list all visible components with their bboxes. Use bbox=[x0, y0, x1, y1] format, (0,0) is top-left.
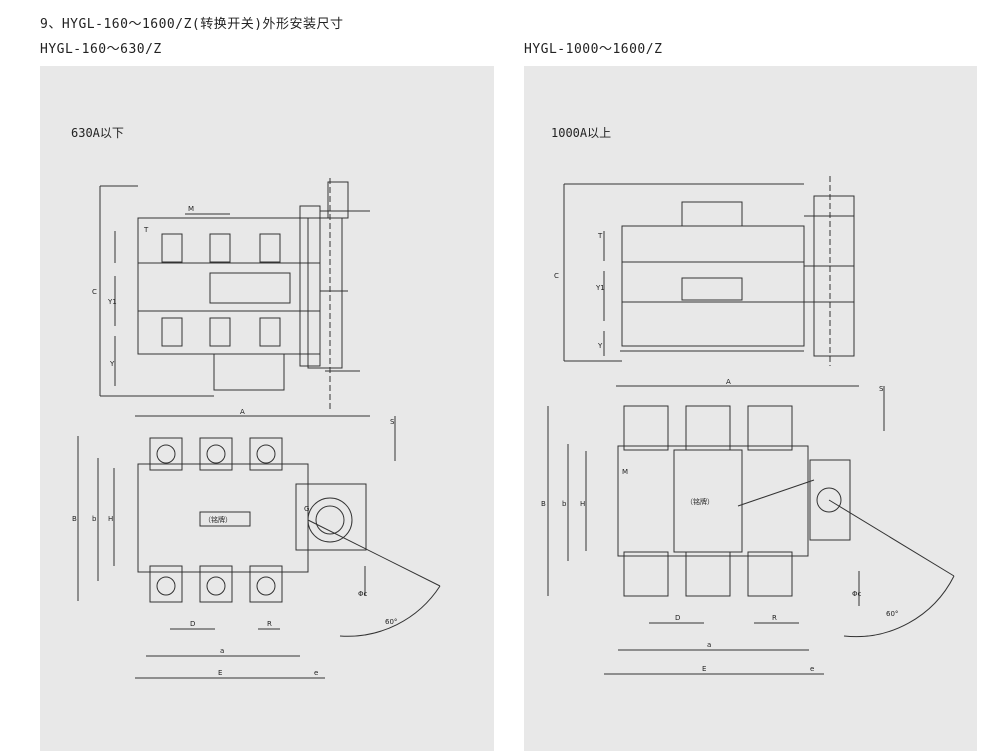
page-title: 9、HYGL-160～1600/Z(转换开关)外形安装尺寸 bbox=[40, 17, 344, 32]
left-dim-phi-c: Φc bbox=[358, 590, 368, 598]
left-dim-angle: 60° bbox=[385, 618, 397, 626]
right-drawing-panel: 1000A以上 bbox=[524, 66, 977, 751]
left-dim-G: G bbox=[304, 505, 309, 513]
right-dim-phi-c: Φc bbox=[852, 590, 862, 598]
left-dim-Y1: Y1 bbox=[107, 298, 117, 306]
left-switch-drawing: T C Y1 Y M A S B b H D R a E e Φc G 60° … bbox=[72, 178, 441, 679]
right-dim-B: B bbox=[541, 500, 546, 508]
left-dim-S: S bbox=[390, 418, 395, 426]
left-nameplate-label: （铭牌） bbox=[204, 515, 232, 524]
right-dim-E: E bbox=[702, 665, 706, 673]
right-dim-T: T bbox=[597, 232, 603, 240]
right-dim-M: M bbox=[622, 468, 628, 476]
right-nameplate-frame bbox=[673, 449, 743, 553]
right-current-range-label: 1000A以上 bbox=[551, 126, 612, 140]
left-dim-e: e bbox=[314, 669, 318, 677]
left-dim-B: B bbox=[72, 515, 77, 523]
right-dim-R: R bbox=[772, 614, 777, 622]
right-dim-e: e bbox=[810, 665, 814, 673]
left-dim-M: M bbox=[188, 205, 194, 213]
left-dim-H: H bbox=[108, 515, 113, 523]
left-side-body bbox=[137, 217, 321, 355]
left-dim-b: b bbox=[92, 515, 97, 523]
right-dim-H: H bbox=[580, 500, 585, 508]
right-dim-S: S bbox=[879, 385, 884, 393]
right-dim-Y1: Y1 bbox=[595, 284, 605, 292]
left-dim-C: C bbox=[92, 288, 97, 296]
left-model-subtitle: HYGL-160～630/Z bbox=[40, 42, 162, 57]
right-dim-b: b bbox=[562, 500, 567, 508]
right-dim-Y: Y bbox=[597, 342, 603, 350]
right-nameplate-label: （铭牌） bbox=[686, 497, 714, 506]
left-dim-D: D bbox=[190, 620, 195, 628]
left-dim-A: A bbox=[240, 408, 245, 416]
right-dim-D: D bbox=[675, 614, 680, 622]
right-plan-body bbox=[617, 445, 809, 557]
right-dim-A: A bbox=[726, 378, 731, 386]
left-dim-T: T bbox=[143, 226, 149, 234]
left-nameplate-frame bbox=[199, 511, 251, 527]
left-dim-E: E bbox=[218, 669, 222, 677]
right-dim-C: C bbox=[554, 272, 559, 280]
left-drawing-panel: 630A以下 bbox=[40, 66, 494, 751]
left-dim-Y: Y bbox=[109, 360, 115, 368]
right-model-subtitle: HYGL-1000～1600/Z bbox=[524, 42, 663, 57]
left-dim-a: a bbox=[220, 647, 224, 655]
left-current-range-label: 630A以下 bbox=[71, 126, 124, 140]
right-side-body bbox=[621, 225, 805, 347]
left-dim-R: R bbox=[267, 620, 272, 628]
right-dim-angle: 60° bbox=[886, 610, 898, 618]
right-dim-a: a bbox=[707, 641, 711, 649]
right-switch-drawing: T C Y1 Y M A S B b H D R a E e Φc 60° （铭… bbox=[541, 176, 955, 675]
